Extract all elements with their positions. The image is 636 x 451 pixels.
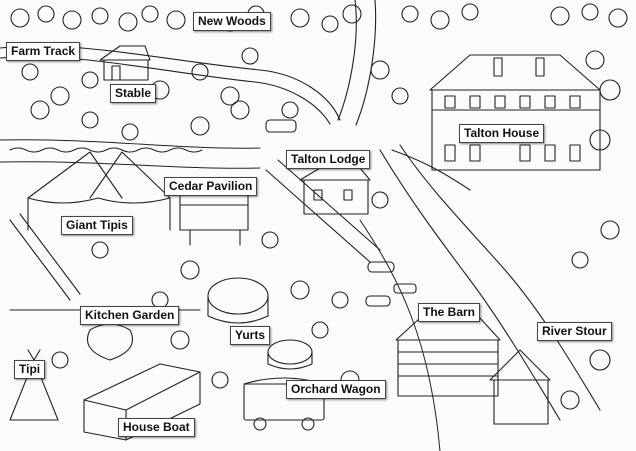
label-house-boat[interactable]: House Boat [118, 418, 195, 437]
cars [265, 119, 417, 307]
trees-scattered [30, 100, 620, 410]
label-orchard-wagon[interactable]: Orchard Wagon [286, 380, 386, 399]
roads [0, 0, 601, 421]
talton-lodge-drawing [265, 159, 381, 263]
label-farm-track[interactable]: Farm Track [6, 42, 81, 61]
label-the-barn[interactable]: The Barn [418, 303, 481, 322]
yurts-drawing [207, 277, 313, 370]
the-barn-drawing [395, 317, 551, 425]
label-new-woods[interactable]: New Woods [193, 12, 271, 31]
label-river-stour[interactable]: River Stour [537, 322, 612, 341]
river [0, 139, 441, 451]
label-cedar-pavilion[interactable]: Cedar Pavilion [164, 177, 258, 196]
talton-house-drawing [429, 54, 601, 171]
stable-drawing [99, 45, 151, 81]
label-talton-lodge[interactable]: Talton Lodge [286, 150, 371, 169]
label-yurts[interactable]: Yurts [230, 326, 271, 345]
label-tipi[interactable]: Tipi [14, 360, 46, 379]
label-stable[interactable]: Stable [110, 84, 157, 103]
tipi-drawing [9, 349, 59, 421]
label-kitchen-garden[interactable]: Kitchen Garden [80, 306, 180, 325]
label-talton-house[interactable]: Talton House [459, 124, 545, 143]
label-giant-tipis[interactable]: Giant Tipis [61, 216, 133, 235]
